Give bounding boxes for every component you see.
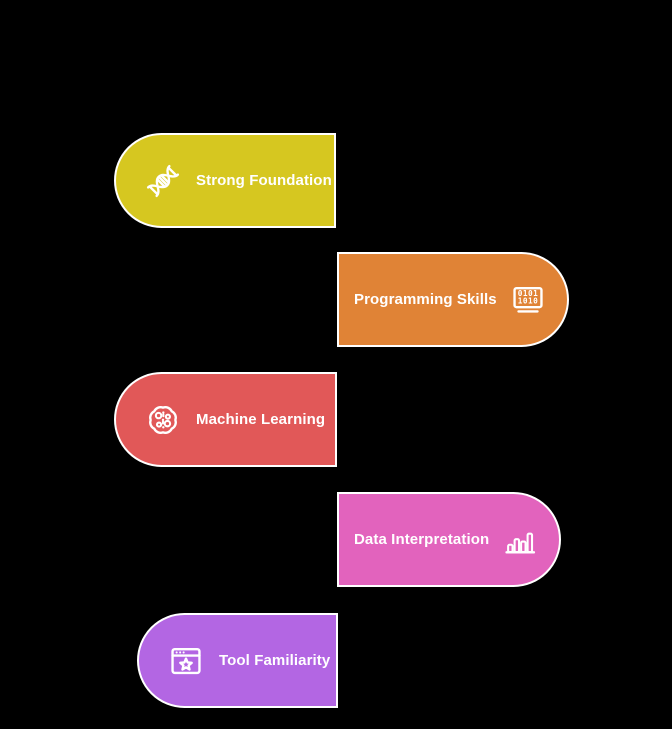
brain-circuit-icon	[144, 401, 182, 439]
milestone-data-interpretation: Data Interpretation	[337, 492, 561, 587]
svg-text:0101: 0101	[517, 288, 538, 297]
milestone-label: Programming Skills	[354, 291, 497, 308]
bar-chart-icon	[501, 521, 539, 559]
milestone-label: Data Interpretation	[354, 531, 490, 548]
browser-star-icon	[167, 642, 205, 680]
svg-text:1010: 1010	[517, 296, 538, 305]
milestone-label: Machine Learning	[196, 411, 326, 428]
milestone-label: Tool Familiarity	[219, 652, 331, 669]
milestone-strong-foundation: Strong Foundation	[114, 133, 336, 228]
dna-icon	[144, 162, 182, 200]
binary-monitor-icon: 0101 1010	[509, 281, 547, 319]
milestone-label: Strong Foundation	[196, 172, 332, 189]
milestone-machine-learning: Machine Learning	[114, 372, 337, 467]
milestone-tool-familiarity: Tool Familiarity	[137, 613, 338, 708]
milestone-programming-skills: Programming Skills 0101 1010	[337, 252, 569, 347]
